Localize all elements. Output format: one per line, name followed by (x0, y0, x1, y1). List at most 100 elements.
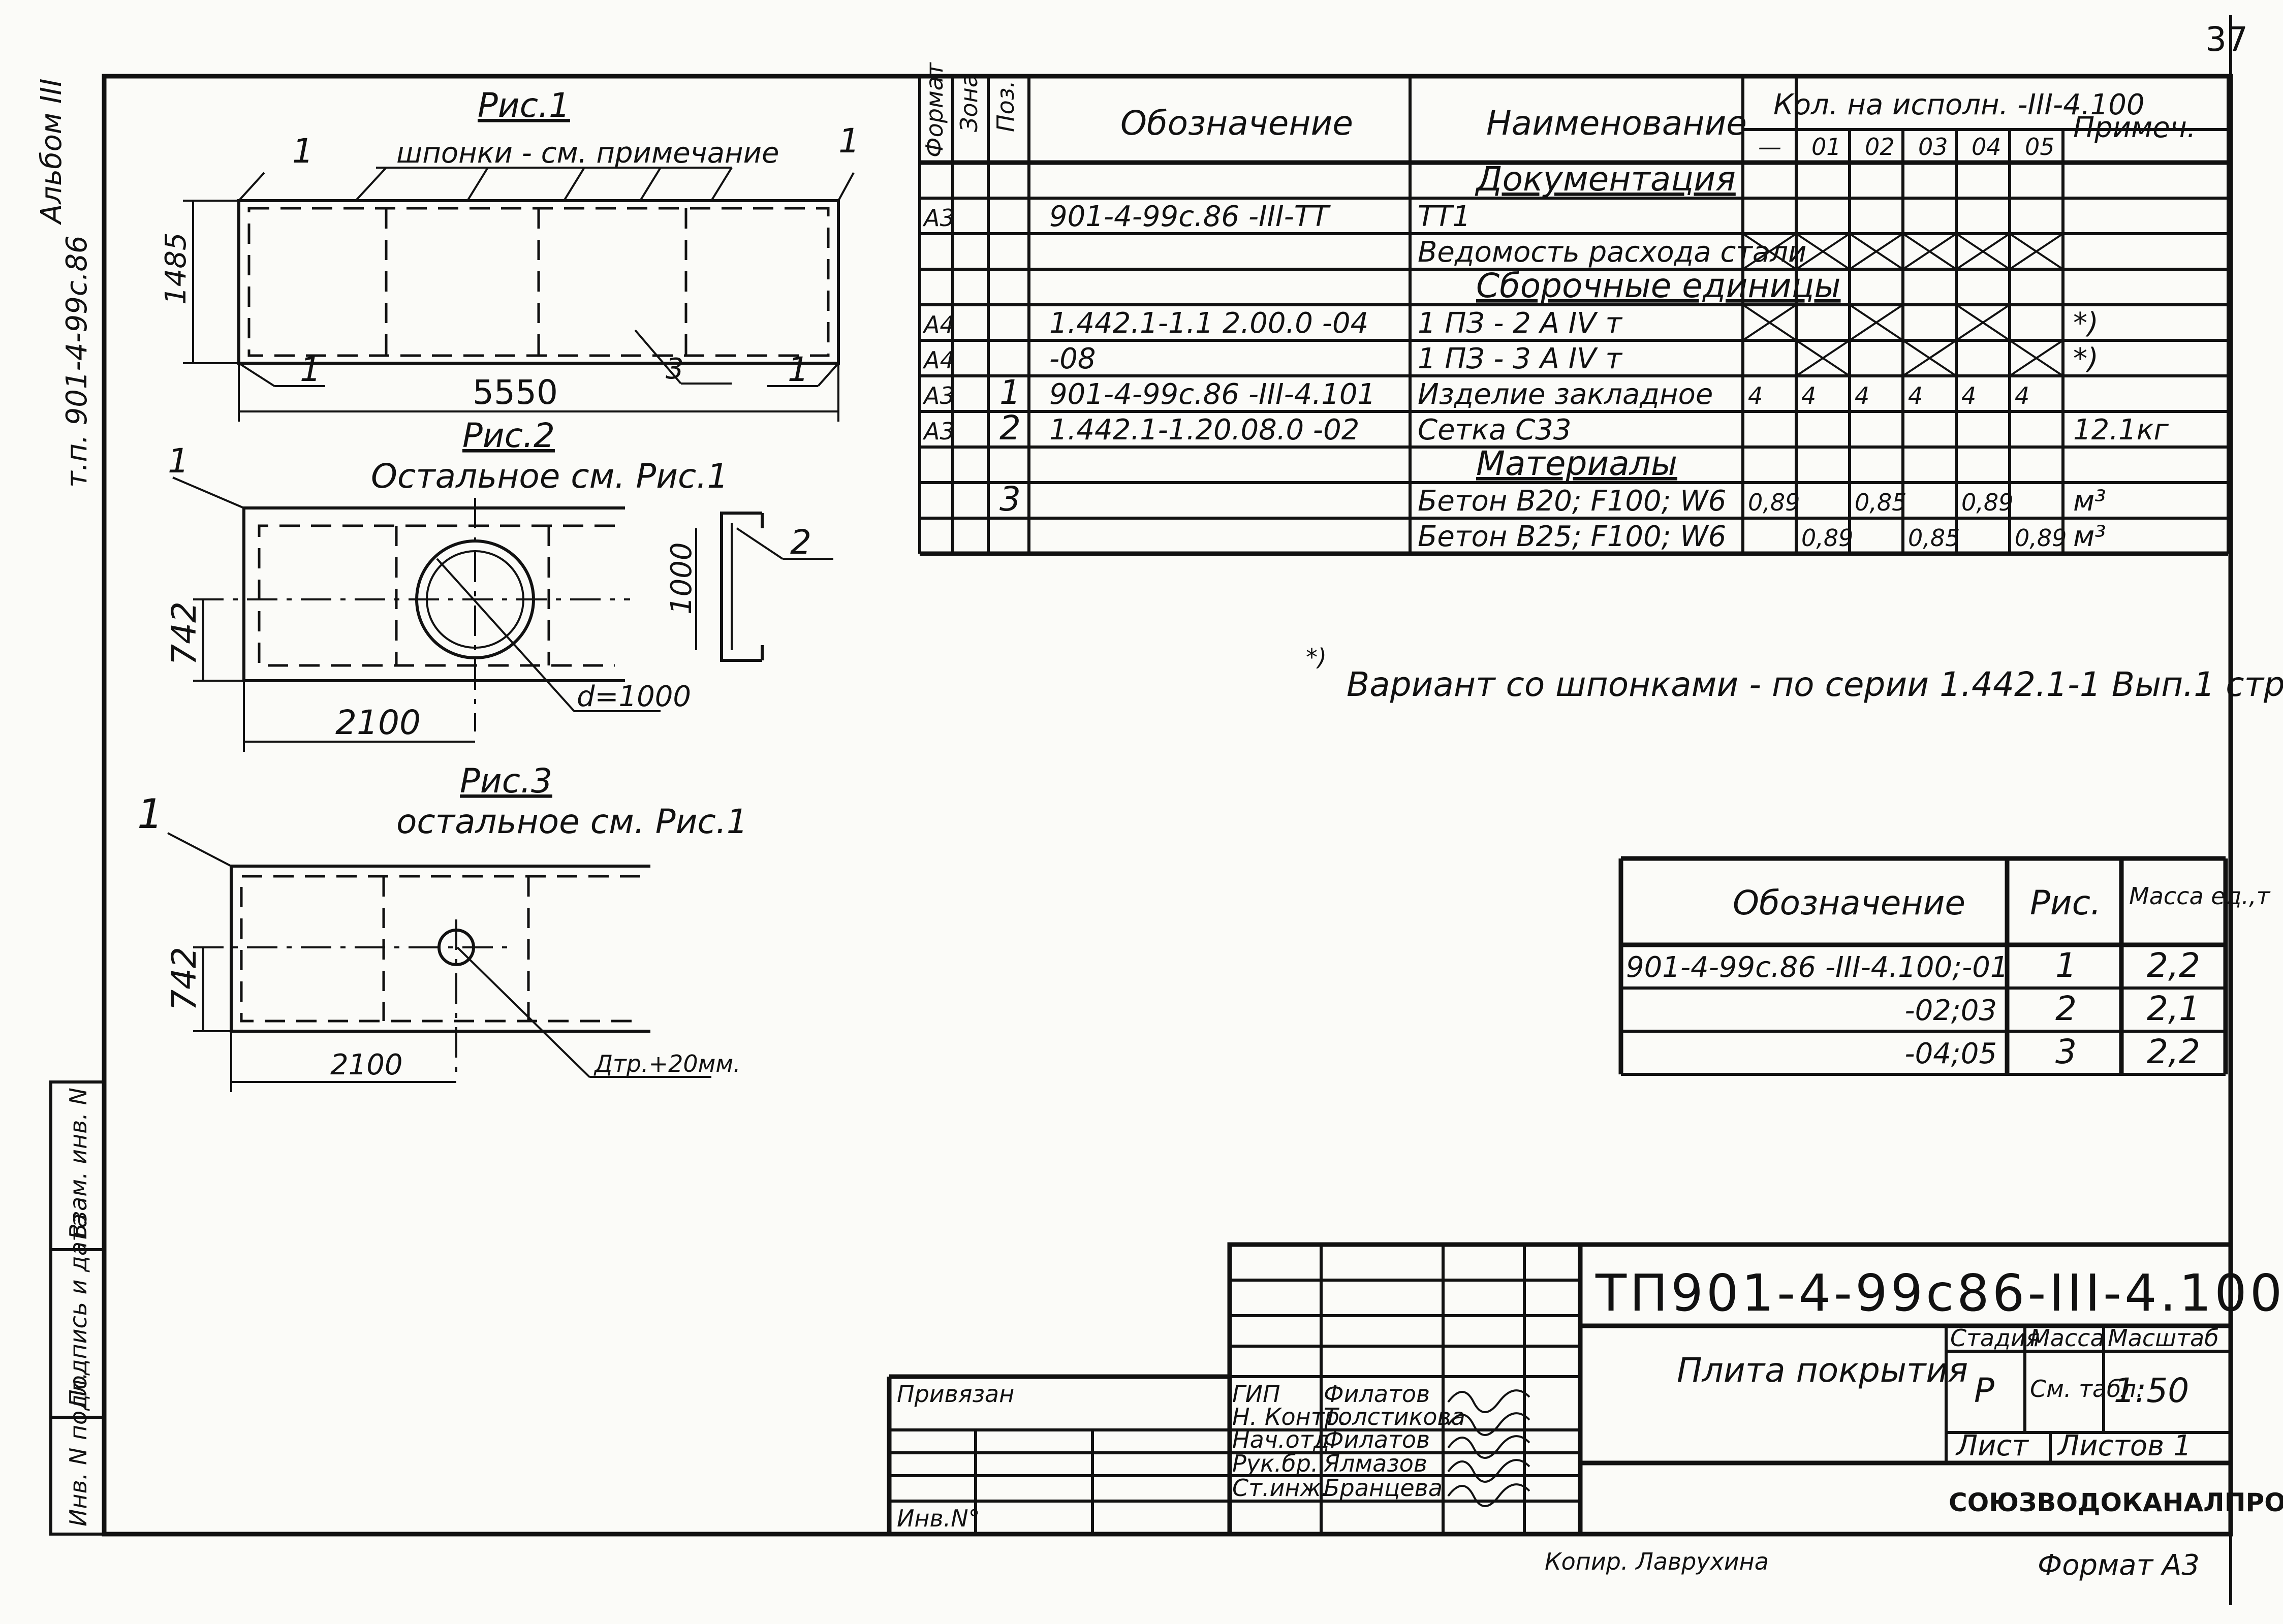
hdr-qty-group: Кол. на исполн. -III-4.100 (1773, 88, 2145, 121)
cell-name: Бетон В20; F100; W6 (1418, 485, 1726, 518)
hdr-qty-col: 01 (1811, 133, 1841, 161)
cell-qty: 4 (1855, 382, 1869, 409)
fig3-width-dim: 2100 (330, 1048, 403, 1081)
hdr-designation: Обозначение (1120, 104, 1353, 143)
cell-qty: 4 (1801, 382, 1816, 409)
cell-format: А3 (922, 382, 955, 409)
cell-name: ТТ1 (1418, 200, 1471, 233)
staff-role-4: Ст.инж. (1232, 1474, 1329, 1502)
cell-pos: 1 (999, 373, 1021, 412)
cell-qty: 0,89 (1801, 524, 1853, 552)
fig3-callout-1: 1 (137, 790, 163, 838)
fig2-callout-2: 2 (790, 523, 811, 562)
figure-3: Рис.3 остальное см. Рис.1 Дтр.+20мм. 1 7… (137, 761, 748, 1092)
mass-label: Масса (2030, 1324, 2105, 1352)
hdr-pos: Поз. (992, 80, 1019, 132)
fig1-callout-3: 3 (666, 353, 684, 386)
staff-name-0: Филатов (1324, 1380, 1430, 1408)
mass-cell-designation: 901-4-99с.86 -III-4.100;-01 (1626, 951, 2008, 984)
cell-designation: -08 (1049, 342, 1096, 375)
fig2-title: Рис.2 (462, 416, 555, 455)
cell-cross (1955, 304, 2011, 341)
cell-qty: 4 (2015, 382, 2029, 409)
cell-note: 12.1кг (2073, 413, 2169, 447)
cell-qty: 4 (1908, 382, 1923, 409)
hdr-qty-col: 05 (2025, 133, 2055, 161)
hdr-qty-col: — (1758, 133, 1781, 161)
cell-cross (1955, 233, 2011, 270)
cell-designation: 901-4-99с.86 -III-4.101 (1049, 378, 1375, 411)
spec-footnote: Вариант со шпонками - по серии 1.442.1-1… (1347, 665, 2283, 704)
staff-role-0: ГИП (1232, 1380, 1280, 1408)
mass-hdr-mass: Масса ед.,т (2129, 882, 2271, 910)
bound-label: Привязан (897, 1380, 1014, 1408)
staff-role-3: Рук.бр. (1232, 1450, 1319, 1477)
cell-qty: 0,89 (1748, 489, 1800, 516)
fig1-height-dim: 1485 (160, 232, 193, 305)
mass-value: См. табл. (2030, 1375, 2143, 1403)
fig2-diameter-dim: d=1000 (577, 680, 691, 713)
title-name: Плита покрытия (1677, 1351, 1968, 1390)
stamp-vzam-inv: Взам. инв. N (65, 1088, 92, 1239)
cell-qty: 0,85 (1908, 524, 1960, 552)
fig1-callout-1c: 1 (300, 350, 321, 389)
cell-cross (1849, 304, 1904, 341)
fig3-height-dim: 742 (165, 947, 204, 1011)
spec-table: Формат Зона Поз. Обозначение Наименование Кол… (918, 62, 2230, 556)
cell-name: Сетка С33 (1418, 413, 1571, 447)
cell-cross (1795, 233, 1851, 270)
cell-name: Сборочные единицы (1476, 266, 1841, 305)
fig3-title: Рис.3 (460, 761, 552, 801)
project-margin-code: т.п. 901-4-99с.86 (60, 235, 93, 488)
scale-label: Масштаб (2108, 1324, 2219, 1352)
cell-name: 1 ПЗ - 3 А IV т (1418, 342, 1622, 375)
staff-role-2: Нач.отд. (1232, 1426, 1337, 1453)
hdr-format: Формат (921, 62, 948, 157)
title-block: ТП901-4-99с86-III-4.100 Плита покрытия С… (887, 1242, 2283, 1537)
inv-label: Инв.N° (897, 1505, 980, 1532)
staff-name-3: Ялмазов (1323, 1450, 1427, 1477)
cell-name: Документация (1475, 160, 1736, 199)
mass-cell-mass: 2,2 (2147, 946, 2200, 985)
cell-cross (1742, 233, 1797, 270)
staff-name-1: Толстикова (1324, 1403, 1465, 1430)
mass-cell-designation: -02;03 (1904, 994, 1997, 1027)
cell-name: Материалы (1476, 444, 1677, 483)
cell-qty: 4 (1961, 382, 1976, 409)
side-stamp: Инв. N подл. Подпись и дата Взам. инв. N (49, 1080, 106, 1536)
cell-name: Ведомость расхода стали (1418, 236, 1806, 269)
fig2-section-dim: 1000 (665, 542, 698, 615)
cell-designation: 1.442.1-1.20.08.0 -02 (1049, 413, 1359, 447)
hdr-name: Наименование (1486, 104, 1747, 143)
mass-cell-fig: 3 (2055, 1032, 2077, 1071)
fig1-callout-1a: 1 (292, 132, 314, 171)
cell-note: м³ (2073, 520, 2106, 553)
sheet-number: 37 (2205, 20, 2248, 59)
fig1-note: шпонки - см. примечание (396, 137, 779, 170)
title-code: ТП901-4-99с86-III-4.100 (1595, 1263, 2283, 1323)
figure-1: Рис.1 шпонки - см. примечание 1 1 1 1 3 … (160, 86, 860, 422)
cell-cross (2009, 233, 2064, 270)
mass-hdr-designation: Обозначение (1733, 883, 1965, 922)
fig2-subtitle: Остальное см. Рис.1 (371, 457, 728, 496)
cell-qty: 0,85 (1855, 489, 1906, 516)
organization: СОЮЗВОДОКАНАЛПРОЕКТ (1949, 1488, 2283, 1517)
cell-format: А3 (922, 204, 955, 232)
mass-cell-fig: 1 (2055, 946, 2077, 985)
cell-pos: 2 (999, 408, 1021, 448)
cell-cross (1849, 233, 1904, 270)
figure-2: Рис.2 Остальное см. Рис.1 d=1000 1 742 2… (165, 416, 833, 752)
hdr-qty-col: 04 (1972, 133, 2001, 161)
cell-qty: 0,89 (2015, 524, 2067, 552)
staff-role-1: Н. Контр. (1232, 1403, 1347, 1430)
fig1-callout-1b: 1 (838, 121, 860, 161)
fig1-callout-1d: 1 (788, 350, 809, 389)
hdr-zone: Зона (955, 73, 983, 132)
footer-format: Формат А3 (2038, 1549, 2200, 1582)
cell-note: м³ (2073, 485, 2106, 518)
cell-qty: 4 (1748, 382, 1763, 409)
cell-name: 1 ПЗ - 2 А IV т (1418, 307, 1622, 340)
stage-value: Р (1974, 1371, 1994, 1410)
hdr-note: Примеч. (2073, 111, 2196, 144)
